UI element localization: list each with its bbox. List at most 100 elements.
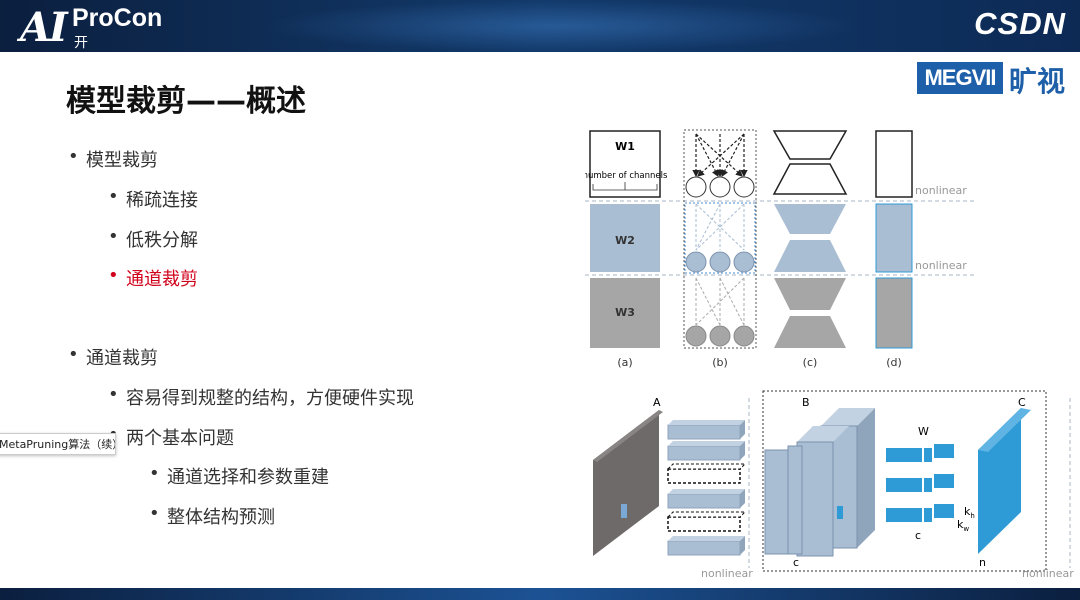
bullet-text: 通道选择和参数重建 — [167, 467, 329, 488]
w-filter — [934, 444, 954, 458]
lowrank-shape — [774, 204, 846, 234]
w3-label: W3 — [615, 306, 635, 319]
bullet-regular: • 容易得到规整的结构，方便硬件实现 — [108, 384, 414, 410]
sparse-edge — [695, 133, 719, 178]
neuron — [685, 251, 707, 273]
neuron — [685, 325, 707, 347]
bullet-text: 两个基本问题 — [126, 428, 234, 449]
bullet-lowrank: • 低秩分解 — [108, 226, 198, 252]
w-filters — [886, 444, 954, 522]
filter-bar — [667, 493, 741, 509]
bullet-text: 通道裁剪 — [86, 348, 158, 369]
label-b: B — [802, 396, 810, 409]
bullet-sparse: • 稀疏连接 — [108, 186, 198, 212]
w2-label: W2 — [615, 234, 635, 247]
filter-bar — [667, 445, 741, 461]
b-slice — [797, 426, 849, 442]
bullet-text: 整体结构预测 — [167, 507, 275, 528]
lowrank-shape — [772, 163, 848, 195]
csdn-logo: CSDN — [974, 6, 1066, 41]
neuron — [733, 251, 755, 273]
feature-map-a — [593, 410, 659, 556]
label-kh-main: k — [964, 505, 971, 518]
w3-block — [590, 278, 660, 348]
w-filter — [924, 478, 932, 492]
w-filter — [886, 478, 922, 492]
lowrank-shape — [774, 278, 846, 310]
nonlinear-label: nonlinear — [915, 259, 967, 272]
sparse-edge — [697, 133, 745, 177]
logo-ai: AI — [20, 4, 68, 51]
channel-block — [875, 130, 913, 198]
filter-bar-side — [740, 441, 745, 460]
bullet-dot: • — [149, 503, 160, 524]
filter-bar-top — [668, 420, 745, 425]
sparse-edge — [695, 203, 745, 251]
caption-a: (a) — [617, 356, 632, 369]
sparse-edge — [721, 133, 745, 178]
sparse-edge — [719, 277, 745, 326]
bullet-dot: • — [149, 463, 160, 484]
logo-brand: ProCon — [72, 4, 163, 32]
filter-bar-top — [668, 441, 745, 446]
filter-bar-top — [668, 536, 745, 541]
bullet-model-pruning: • 模型裁剪 — [68, 146, 158, 172]
bullet-dot: • — [68, 146, 79, 167]
filter-bar-side — [740, 536, 745, 555]
conv-frame — [762, 390, 1047, 572]
bullet-text: 低秩分解 — [126, 230, 198, 251]
neuron — [685, 176, 707, 198]
nonlinear-label: nonlinear — [701, 567, 753, 580]
channel-block — [875, 203, 913, 273]
w2-block — [590, 204, 660, 272]
sparse-edge — [695, 277, 721, 326]
caption-c: (c) — [803, 356, 818, 369]
label-c: C — [1018, 396, 1026, 409]
bullet-text: 稀疏连接 — [126, 190, 198, 211]
slide-tooltip[interactable]: MetaPruning算法（续） — [0, 433, 116, 455]
w-filter — [886, 448, 922, 462]
nonlinear-label: nonlinear — [1022, 567, 1074, 580]
filter-bar-side — [740, 420, 745, 439]
sparse-frame — [683, 129, 757, 349]
label-kw: kw — [957, 518, 969, 533]
banner-glow — [260, 0, 860, 52]
bullet-dot: • — [108, 226, 119, 247]
label-kh: kh — [964, 505, 975, 520]
b-slice — [796, 441, 834, 557]
channels-label: number of channels — [585, 171, 668, 181]
caption-d: (d) — [886, 356, 902, 369]
filter-bar-side — [740, 489, 745, 508]
bullet-dot: • — [108, 265, 119, 286]
neuron — [709, 251, 731, 273]
filter-bar-top — [666, 511, 747, 518]
bottom-banner — [0, 588, 1080, 600]
w1-label: W1 — [615, 140, 635, 153]
w-filter — [924, 448, 932, 462]
label-a: A — [653, 396, 661, 409]
bullet-text: 容易得到规整的结构，方便硬件实现 — [126, 388, 414, 409]
b-slice — [857, 408, 875, 548]
filter-bar — [667, 540, 741, 556]
bullet-structure: • 整体结构预测 — [149, 503, 275, 529]
w-filter — [934, 474, 954, 488]
feature-patch — [837, 506, 843, 519]
filter-bar-pruned — [667, 516, 741, 532]
bullet-text: 通道裁剪 — [126, 269, 198, 290]
feature-map-b — [764, 408, 875, 557]
feature-map-c-top — [978, 408, 1031, 452]
megvii-box: MEGVII — [917, 62, 1003, 94]
sparse-w2-frame — [684, 202, 756, 274]
neuron — [709, 176, 731, 198]
bullet-channel-red: • 通道裁剪 — [108, 265, 198, 291]
label-kw-sub: w — [963, 525, 969, 533]
nonlinear-label: nonlinear — [915, 184, 967, 197]
lowrank-shape — [774, 240, 846, 272]
w-filter — [924, 508, 932, 522]
lowrank-shape — [774, 316, 846, 348]
pruning-figure-top: nonlinear nonlinear W1 number of channel… — [585, 129, 975, 369]
slide-title: 模型裁剪——概述 — [66, 84, 306, 119]
w-filter — [934, 504, 954, 518]
channels-brace — [592, 182, 658, 191]
caption-b: (b) — [712, 356, 728, 369]
